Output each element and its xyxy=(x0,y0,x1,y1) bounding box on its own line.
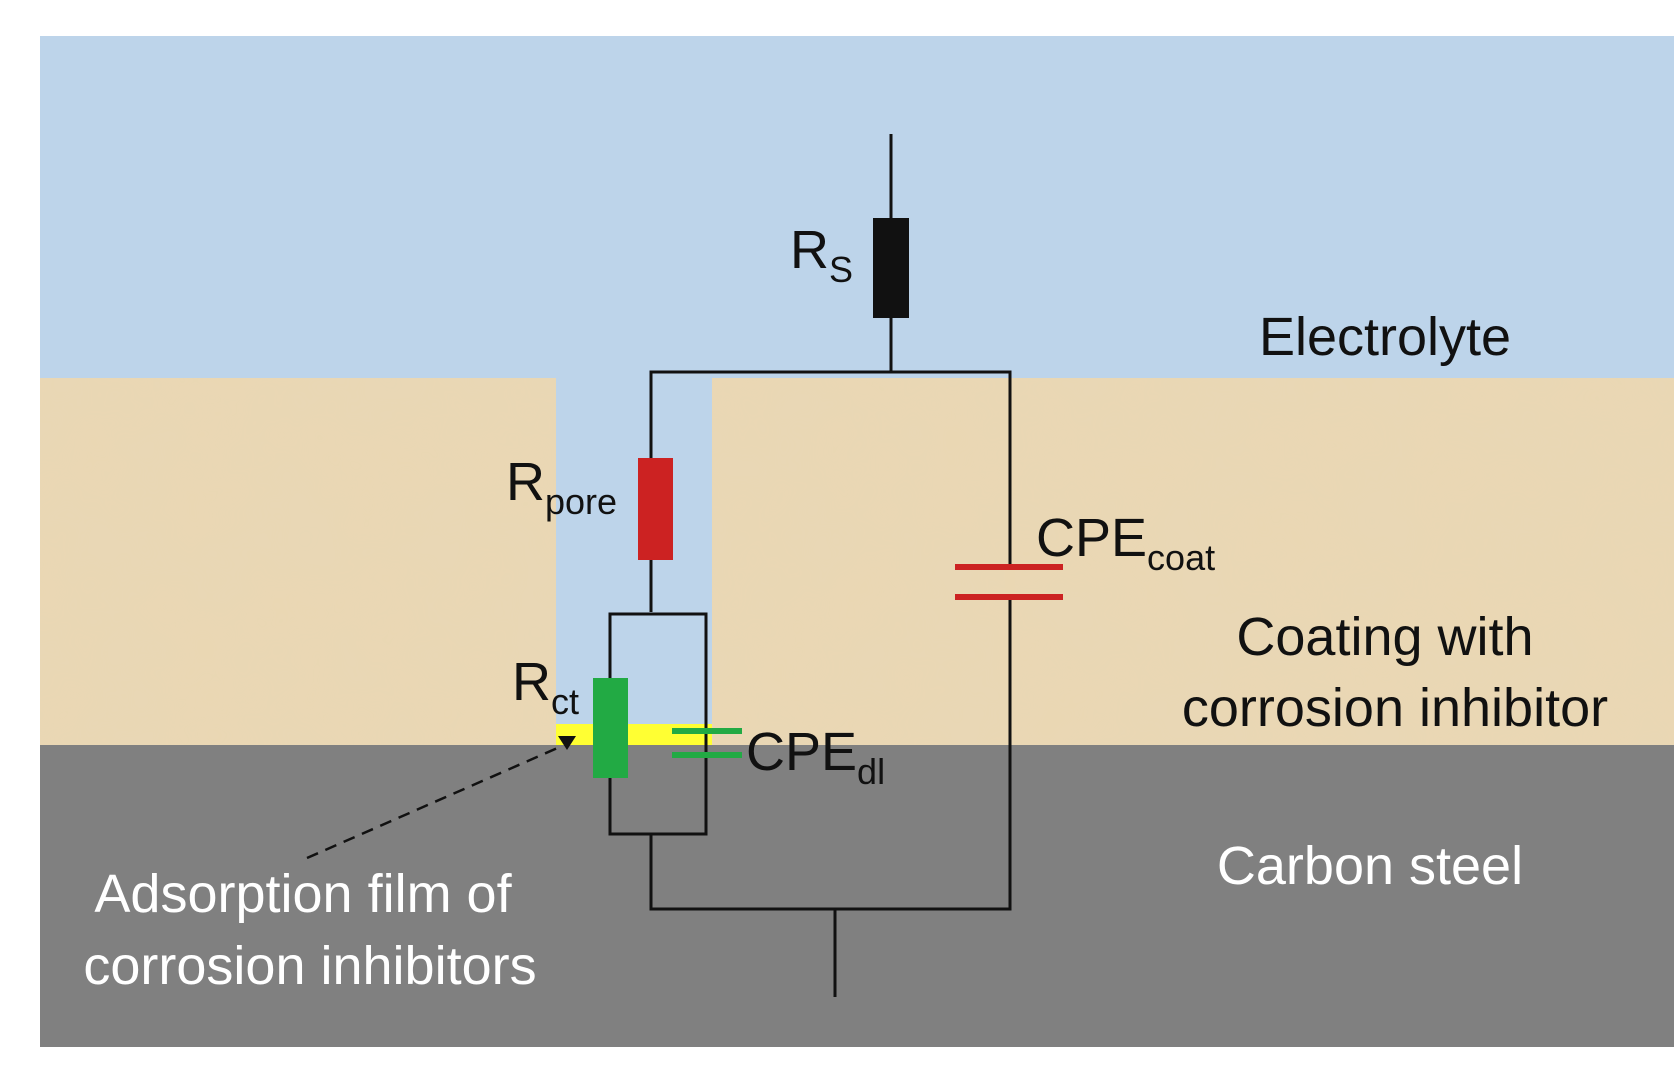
rs-label: RS xyxy=(790,220,853,290)
cpe-dl-label-main: CPE xyxy=(746,722,857,782)
rct-label-sub: ct xyxy=(551,681,579,722)
film-leader-arrowhead xyxy=(558,736,576,750)
cpe-dl-label: CPEdl xyxy=(746,722,885,792)
film-leader-dashed xyxy=(306,744,563,860)
cpe-dl-label-sub: dl xyxy=(857,751,885,792)
cpe-coat-gap xyxy=(1005,569,1015,595)
pore-channel xyxy=(556,378,712,726)
cpe-coat-capacitor xyxy=(955,564,1063,600)
adsorption-film xyxy=(556,724,712,745)
cpe-coat-label-sub: coat xyxy=(1147,537,1215,578)
rs-label-sub: S xyxy=(829,249,853,290)
cpe-dl-capacitor xyxy=(672,728,742,758)
electrolyte-region xyxy=(40,36,1674,378)
rpore-resistor xyxy=(638,458,673,560)
electrolyte-label: Electrolyte xyxy=(1259,307,1511,367)
rs-resistor xyxy=(873,218,909,318)
coating-label-line2: corrosion inhibitor xyxy=(1182,678,1608,738)
coating-label-line1: Coating with xyxy=(1236,607,1533,667)
rct-label: Rct xyxy=(512,652,579,722)
film-label-line1: Adsorption film of xyxy=(94,864,512,924)
coating-region xyxy=(40,378,1674,745)
rct-resistor xyxy=(593,678,628,778)
coating-left-texture xyxy=(40,378,556,745)
rpore-label-main: R xyxy=(506,452,545,512)
rpore-label-sub: pore xyxy=(545,481,617,522)
wire-top-bus xyxy=(649,370,1012,911)
rpore-label: Rpore xyxy=(506,452,617,522)
carbon-steel-region xyxy=(40,745,1674,1047)
rs-label-main: R xyxy=(790,220,829,280)
carbon-steel-label: Carbon steel xyxy=(1217,836,1523,896)
cpe-coat-label-main: CPE xyxy=(1036,508,1147,568)
rct-label-main: R xyxy=(512,652,551,712)
cpe-coat-label: CPEcoat xyxy=(1036,508,1215,578)
film-label-line2: corrosion inhibitors xyxy=(83,936,536,996)
coating-right-texture xyxy=(712,378,1674,745)
